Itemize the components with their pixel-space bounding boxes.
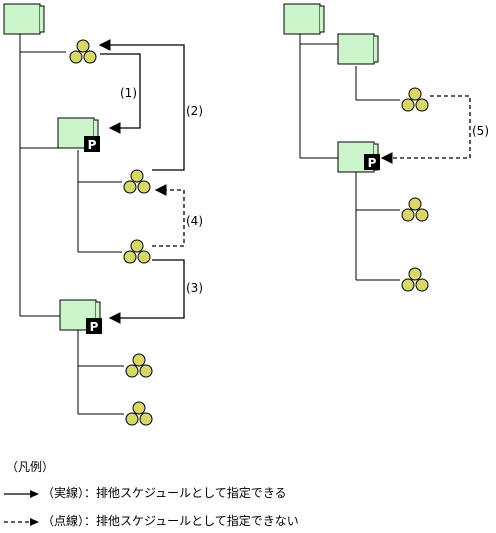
- arrow-5: [380, 95, 471, 164]
- arrow-4: [152, 184, 185, 247]
- folder-icon[interactable]: [283, 3, 325, 35]
- parallel-badge-icon: P: [84, 136, 100, 152]
- legend-title: （凡例）: [6, 460, 55, 474]
- parallel-badge-icon: P: [364, 154, 380, 170]
- right-tree-lines: [299, 34, 400, 281]
- parallel-badge-icon: P: [86, 318, 102, 334]
- legend-solid-text: （実線）：排他スケジュールとして指定できる: [42, 486, 287, 500]
- arrow-2: [98, 39, 185, 171]
- badge-letter: P: [368, 156, 377, 170]
- arrow-label-2: (2): [186, 104, 203, 118]
- badge-letter: P: [88, 138, 97, 152]
- legend-dashed-text: （点線）：排他スケジュールとして指定できない: [42, 514, 299, 528]
- group-icon[interactable]: [123, 239, 151, 264]
- legend-dashed-row: （点線）：排他スケジュールとして指定できない: [4, 512, 299, 529]
- group-icon[interactable]: [125, 353, 153, 378]
- group-icon[interactable]: [69, 39, 97, 64]
- arrow-1: [100, 53, 141, 134]
- arrow-label-4: (4): [186, 214, 203, 228]
- folder-icon[interactable]: P: [59, 299, 102, 334]
- dashed-arrow-icon: [4, 517, 39, 526]
- group-icon[interactable]: [401, 197, 429, 222]
- folder-icon[interactable]: [3, 3, 45, 35]
- left-tree-lines: [19, 34, 124, 415]
- arrow-label-5: (5): [472, 124, 489, 138]
- folder-icon[interactable]: P: [337, 141, 380, 173]
- legend-solid-row: （実線）：排他スケジュールとして指定できる: [4, 484, 287, 501]
- group-icon[interactable]: [401, 87, 429, 112]
- group-icon[interactable]: [125, 401, 153, 426]
- group-icon[interactable]: [401, 267, 429, 292]
- group-icon[interactable]: [123, 169, 151, 194]
- solid-arrow-icon: [4, 489, 39, 498]
- badge-letter: P: [90, 320, 99, 334]
- arrow-3: [108, 259, 185, 324]
- arrow-label-3: (3): [186, 281, 203, 295]
- folder-icon[interactable]: [337, 33, 379, 65]
- folder-icon[interactable]: P: [57, 117, 100, 152]
- arrow-label-1: (1): [120, 86, 137, 100]
